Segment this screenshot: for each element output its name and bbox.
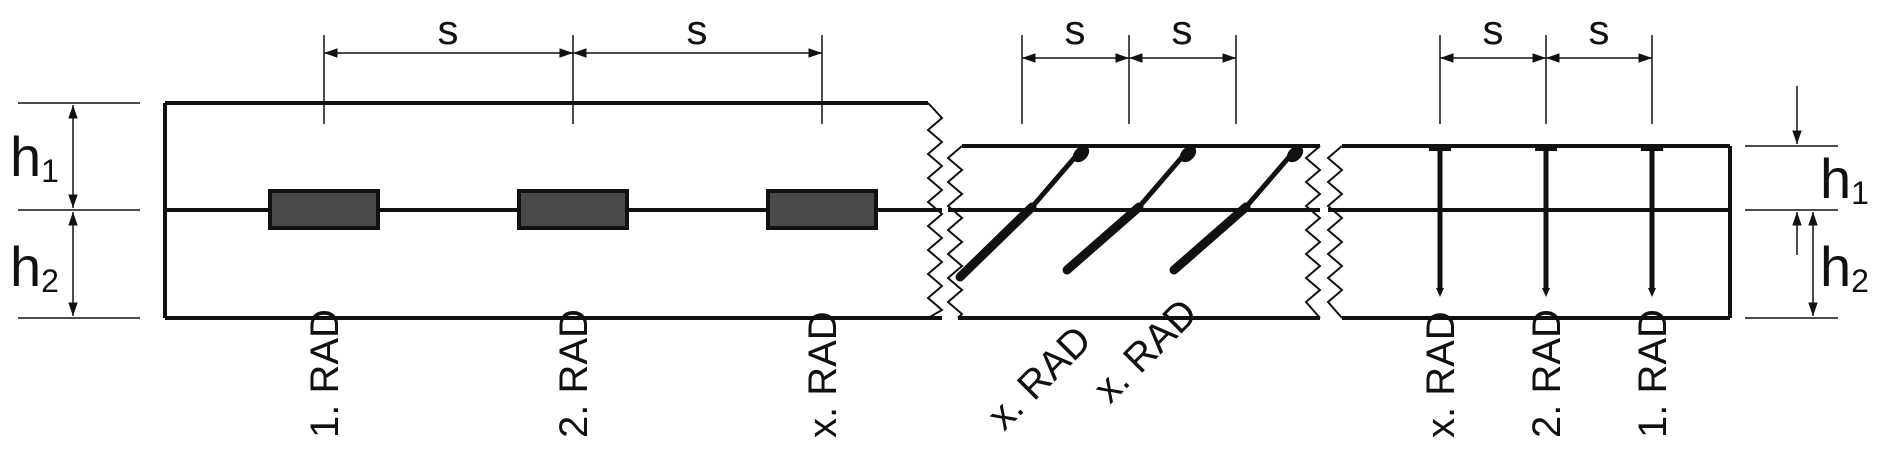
right-spacing-dimension: [1439, 35, 1653, 124]
connector-plate-1: [268, 189, 380, 230]
spacing-label: s: [1483, 6, 1504, 53]
spacing-label: s: [1589, 6, 1610, 53]
row-label-x: x. RAD: [1419, 311, 1463, 438]
spacing-label: s: [687, 6, 708, 53]
spacing-label: s: [1065, 6, 1086, 53]
row-label-x: x. RAD: [979, 318, 1100, 439]
right-panel: [1326, 144, 1732, 320]
middle-left-break-line: [946, 145, 964, 319]
row-label-x: x. RAD: [1085, 291, 1206, 412]
inclined-screw-3: [1169, 145, 1304, 275]
left-break-line: [926, 102, 944, 319]
connector-plate-2: [517, 189, 629, 230]
inclined-screws: [955, 145, 1304, 282]
left-height-dimension: [18, 102, 140, 319]
h1-label: h1: [1820, 147, 1869, 211]
right-break-line: [1326, 145, 1344, 319]
right-height-dimension: [1745, 86, 1838, 319]
middle-spacing-dimension: [1021, 35, 1237, 124]
spacing-label: s: [438, 6, 459, 53]
row-label-1: 1. RAD: [303, 309, 347, 438]
spacing-label: s: [1172, 6, 1193, 53]
h2-label: h2: [1820, 235, 1869, 299]
row-label-1: 1. RAD: [1631, 309, 1675, 438]
h1-label: h1: [10, 125, 59, 189]
vertical-screw-1: [1641, 145, 1663, 297]
inclined-screw-2: [1062, 145, 1197, 275]
middle-right-break-line: [1304, 145, 1322, 319]
inclined-screw-1: [955, 145, 1090, 282]
vertical-screw-2: [1535, 145, 1557, 297]
vertical-screws: [1429, 145, 1663, 297]
row-label-2: 2. RAD: [552, 309, 596, 438]
row-label-2: 2. RAD: [1525, 309, 1569, 438]
connector-plate-x: [766, 189, 878, 230]
row-label-x: x. RAD: [801, 311, 845, 438]
left-connectors: [268, 189, 878, 230]
h2-label: h2: [10, 235, 59, 299]
vertical-screw-x: [1429, 145, 1451, 297]
left-spacing-dimension: [323, 35, 823, 124]
